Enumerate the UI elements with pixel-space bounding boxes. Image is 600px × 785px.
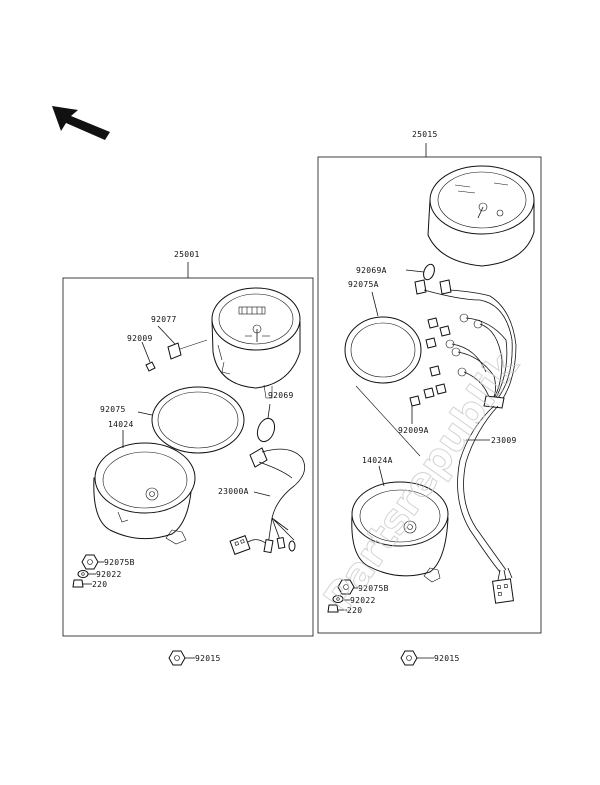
harness-23009 (423, 289, 517, 604)
label-92069: 92069 (268, 391, 294, 400)
nut-92015-right (400, 650, 434, 666)
label-92075b-left: 92075B (104, 558, 135, 567)
nut-92075b (81, 554, 104, 570)
label-92022-right: 92022 (350, 596, 376, 605)
right-assembly-frame (317, 156, 542, 634)
label-92009a: 92009A (398, 426, 429, 435)
left-assembly: 25001 92077 (62, 250, 314, 637)
bulb-92069 (256, 403, 276, 443)
bulbs-92069a (405, 263, 452, 295)
label-14024a: 14024A (362, 456, 393, 465)
meter-case-14024 (93, 430, 196, 545)
screw-220 (72, 579, 92, 588)
screw-92009 (141, 341, 156, 372)
nut-92075b-right (337, 579, 358, 595)
label-92022-left: 92022 (96, 570, 122, 579)
meter-case-14024a (351, 465, 449, 583)
right-meter-gauge (427, 165, 535, 267)
label-92009: 92009 (127, 334, 153, 343)
gasket-92075 (137, 386, 245, 454)
nut-92015-left (168, 650, 195, 666)
label-92015-right: 92015 (434, 654, 460, 663)
svg-text:Partsrepublik: Partsrepublik (316, 343, 529, 620)
screw-220-right (327, 604, 347, 613)
label-220-left: 220 (92, 580, 107, 589)
terminals (409, 313, 483, 424)
label-92077: 92077 (151, 315, 177, 324)
washer-92022-right (332, 595, 350, 603)
right-assembly: 25015 92069A 92075A (317, 130, 542, 634)
arrow-up-left-icon (52, 106, 110, 140)
gasket-92075a (344, 291, 422, 384)
watermark: Partsrepublik (315, 343, 529, 621)
label-92069a: 92069A (356, 266, 387, 275)
label-23000a: 23000A (218, 487, 249, 496)
screw-92077 (157, 325, 208, 360)
harness-23000a (229, 447, 306, 555)
left-meter-gauge (211, 287, 301, 399)
right-assembly-number: 25015 (412, 130, 438, 139)
label-92075a: 92075A (348, 280, 379, 289)
label-23009: 23009 (491, 436, 517, 445)
label-92075: 92075 (100, 405, 126, 414)
left-assembly-number: 25001 (174, 250, 200, 259)
label-92015-left: 92015 (195, 654, 221, 663)
label-92075b-right: 92075B (358, 584, 389, 593)
label-220-right: 220 (347, 606, 362, 615)
label-14024: 14024 (108, 420, 134, 429)
washer-92022 (77, 570, 96, 578)
